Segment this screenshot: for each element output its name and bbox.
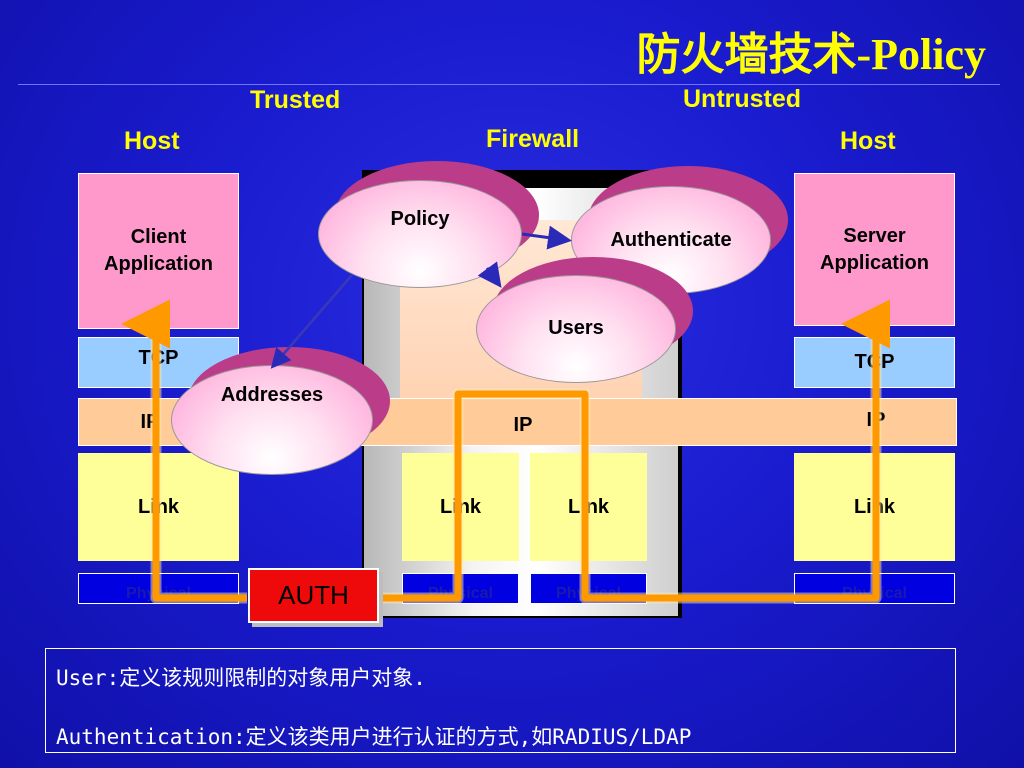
right-host-label: Host — [840, 127, 896, 155]
server-application-label: Server Application — [820, 224, 929, 274]
firewall-ip-label: IP — [513, 413, 533, 436]
notes-line-authentication: Authentication:定义该类用户进行认证的方式,如RADIUS/LDA… — [56, 725, 692, 749]
client-application-label: Client Application — [104, 226, 213, 275]
left-host-label: Host — [124, 127, 180, 155]
firewall-label: Firewall — [486, 125, 580, 153]
notes-line-user: User:定义该规则限制的对象用户对象. — [56, 666, 426, 690]
path-to-client — [121, 299, 247, 602]
addresses-oval[interactable]: Addresses — [171, 365, 373, 475]
auth-button[interactable]: AUTH — [248, 568, 379, 623]
users-label: Users — [548, 316, 604, 339]
page-title: 防火墙技术-Policy — [636, 30, 986, 79]
notes-box: User:定义该规则限制的对象用户对象. Authentication:定义该类… — [45, 648, 956, 753]
policy-label: Policy — [390, 207, 450, 230]
addresses-label: Addresses — [220, 383, 324, 406]
policy-to-authenticate-arrow — [521, 225, 572, 250]
untrusted-label: Untrusted — [683, 85, 802, 113]
authenticate-label: Authenticate — [610, 228, 732, 251]
users-oval[interactable]: Users — [476, 275, 676, 383]
trusted-label: Trusted — [250, 86, 341, 114]
title-divider — [18, 84, 1000, 85]
path-through-firewall-to-server — [380, 299, 890, 602]
policy-to-addresses-arrow — [270, 274, 353, 369]
policy-to-users-arrow — [477, 261, 502, 288]
